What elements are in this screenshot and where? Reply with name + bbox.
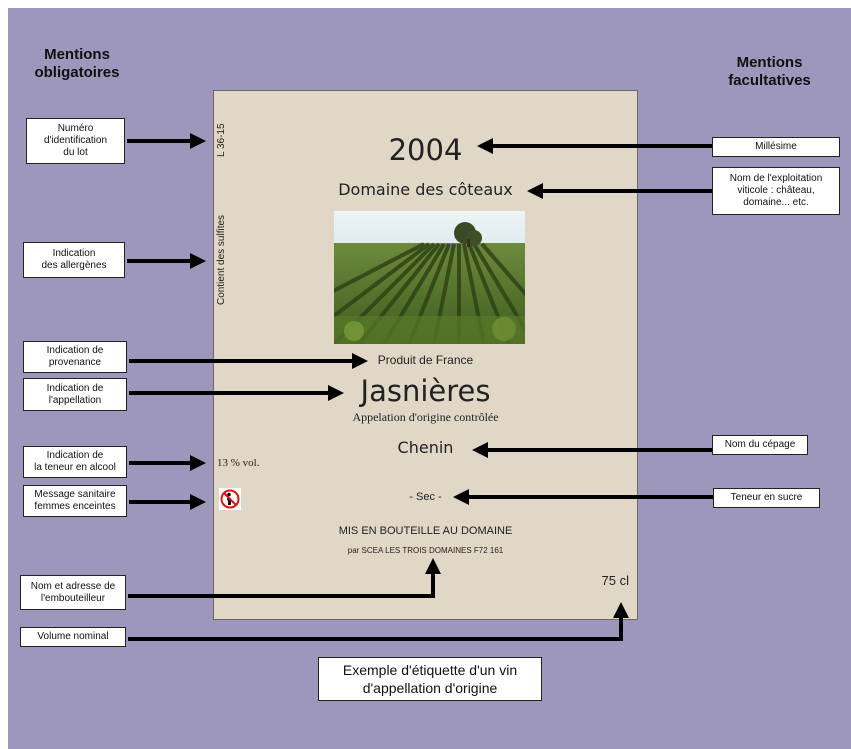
caption-line-2: d'appellation d'origine [362,680,498,696]
bottling-text: MIS EN BOUTEILLE AU DOMAINE [338,525,513,537]
vintage-box: Millésime [712,137,840,157]
vineyard-photo [334,211,525,344]
alcohol-text: 13 % vol. [217,457,260,469]
wine-label: L 36-15 Contient des sulfites 2004 Domai… [213,90,638,620]
sugar-content-box: Teneur en sucre [713,488,820,508]
pregnancy-warning-box: Message sanitaire femmes enceintes [23,485,127,517]
bottler-box: Nom et adresse de l'embouteilleur [20,575,126,610]
optional-heading: Mentions facultatives [728,54,811,89]
appellation-text: Jasnières [360,374,491,408]
estate-name-box: Nom de l'exploitation viticole : château… [712,167,840,215]
sulfites-text: Contient des sulfites [216,214,227,305]
caption-box: Exemple d'étiquette d'un vin d'appellati… [318,657,542,701]
pregnancy-pictogram [219,488,241,510]
origin-text: Produit de France [377,353,474,367]
appellation-box: Indication de l'appellation [23,378,127,411]
lot-number-box: Numéro d'identification du lot [26,118,125,164]
mandatory-heading: Mentions obligatoires [34,46,120,81]
alcohol-content-box: Indication de la teneur en alcool [23,446,127,478]
provenance-box: Indication de provenance [23,341,127,373]
vintage-text: 2004 [388,133,463,167]
estate-text: Domaine des côteaux [338,180,513,199]
caption-line-1: Exemple d'étiquette d'un vin [342,662,518,678]
allergens-box: Indication des allergènes [23,242,125,278]
nominal-volume-box: Volume nominal [20,627,126,647]
sweetness-text: - Sec - [409,491,442,503]
bottler-text: par SCEA LES TROIS DOMAINES F72 161 [347,546,504,555]
grape-text: Chenin [397,438,454,457]
volume-text: 75 cl [601,573,629,588]
grape-variety-box: Nom du cépage [712,435,808,455]
appellation-type-text: Appelation d'origine contrôlée [352,410,499,424]
